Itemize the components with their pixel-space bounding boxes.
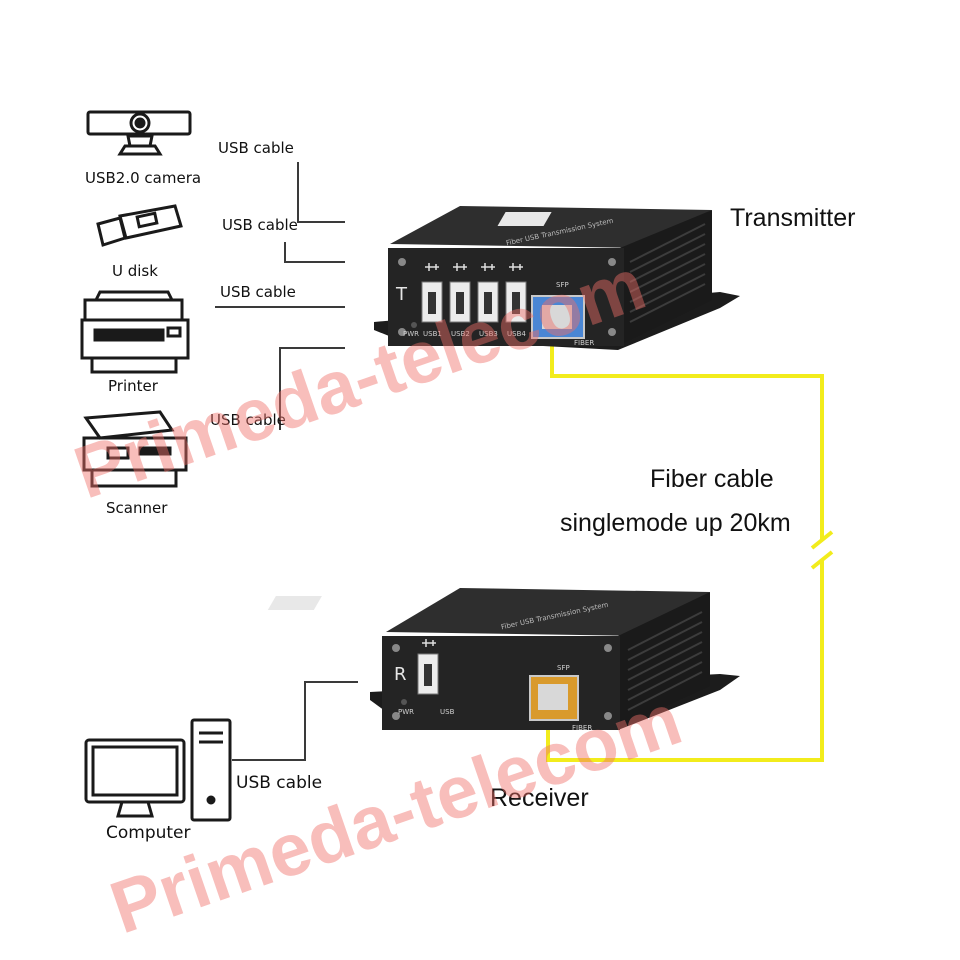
tx-sfp-label: SFP (556, 281, 569, 289)
rx-port-label: USB (440, 708, 455, 716)
camera-icon (86, 110, 192, 156)
udisk-label: U disk (112, 262, 158, 280)
tx-fiber-label: FIBER (574, 339, 595, 347)
usb-cable-label: USB cable (218, 139, 294, 157)
rx-sfp-label: SFP (557, 664, 570, 672)
usb-cable-label: USB cable (236, 773, 323, 793)
transmitter-usb-symbols (425, 263, 523, 271)
tx-port-label: USB4 (507, 330, 526, 338)
scanner-icon (82, 410, 188, 488)
usb-cable-label: USB cable (210, 411, 286, 429)
transmitter-box (374, 206, 740, 350)
tx-letter: T (396, 284, 407, 305)
tx-port-label: USB2 (451, 330, 470, 338)
computer-icon (84, 718, 232, 822)
tx-port-label: USB1 (423, 330, 442, 338)
rx-letter: R (394, 664, 407, 685)
fiber-cable (546, 345, 834, 762)
fiber-cable-label: Fiber cable (650, 465, 774, 493)
tx-pwr-label: PWR (403, 330, 420, 338)
udisk-icon (96, 204, 183, 247)
scanner-label: Scanner (106, 499, 168, 517)
receiver-label: Receiver (490, 784, 589, 812)
rx-pwr-label: PWR (398, 708, 415, 716)
computer-usb-line (232, 681, 358, 761)
usb-cable-label: USB cable (222, 216, 298, 234)
receiver-box (267, 588, 740, 730)
peripheral-panel (55, 90, 345, 515)
computer-label: Computer (106, 823, 191, 843)
fiber-spec-label: singlemode up 20km (560, 509, 791, 537)
printer-label: Printer (108, 377, 158, 395)
rx-fiber-label: FIBER (572, 724, 593, 732)
transmitter-label: Transmitter (730, 204, 856, 232)
camera-label: USB2.0 camera (85, 169, 202, 187)
usb-cable-lines (215, 162, 345, 430)
printer-icon (80, 290, 190, 374)
usb-cable-label: USB cable (220, 283, 296, 301)
tx-port-label: USB3 (479, 330, 498, 338)
